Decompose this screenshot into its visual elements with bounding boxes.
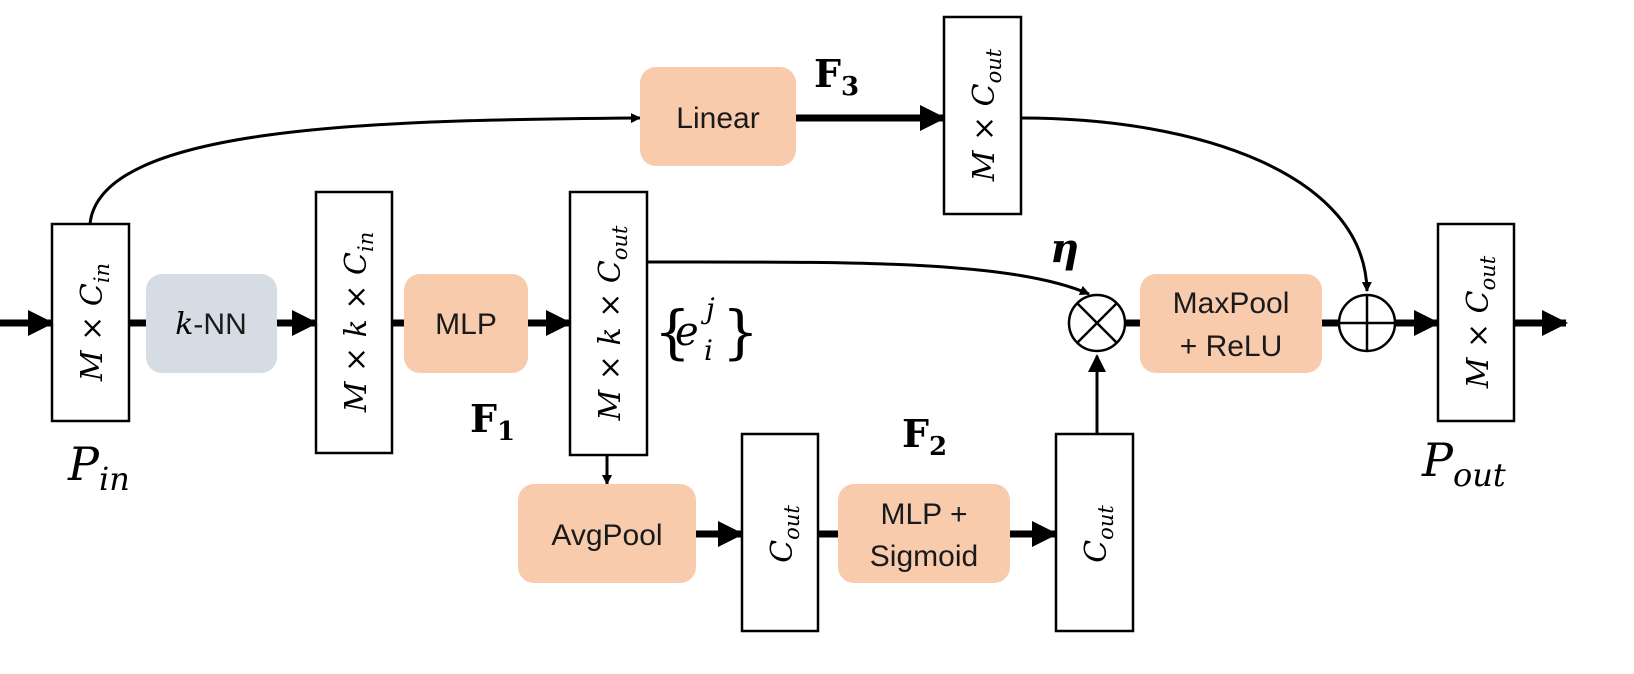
f2-label: F2 <box>902 411 947 462</box>
tensor-linear-output: M × Cout <box>942 15 1023 216</box>
maxpool-relu-line2: + ReLU <box>1180 330 1283 363</box>
svg-text:}: } <box>722 298 759 366</box>
edge-feature-label: { e j i } <box>654 292 759 367</box>
maxpool-relu-module-box <box>1140 274 1322 373</box>
svg-text:M × Cin: M × Cin <box>75 263 114 382</box>
maxpool-relu-line1: MaxPool <box>1173 287 1290 320</box>
tensor-avgpool-output: Cout <box>740 432 820 633</box>
knn-module: k-NN <box>146 274 277 373</box>
knn-module-box <box>146 274 277 373</box>
linear-label: Linear <box>676 102 759 135</box>
skip-to-linear-curve <box>88 113 641 225</box>
mlp-sigmoid-module: MLP + Sigmoid <box>838 484 1010 583</box>
p-in-label: Pin <box>67 437 130 498</box>
tensor-mlp-output: M × k × Cout <box>568 190 649 457</box>
svg-text:{: { <box>654 298 691 366</box>
mlp-sigmoid-module-box <box>838 484 1010 583</box>
p-out-label: Pout <box>1421 433 1506 494</box>
linear-to-add-curve <box>1020 116 1372 292</box>
p-in-shape-c: C <box>75 283 110 306</box>
tensor-p-out: M × Cout <box>1436 222 1516 423</box>
svg-text:e: e <box>675 309 699 355</box>
tensor-knn-output: M × k × Cin <box>314 190 394 455</box>
eta-label: η <box>1050 225 1079 272</box>
linear-module-box <box>640 67 796 166</box>
svg-text:M × Cout: M × Cout <box>1461 255 1500 389</box>
mlp-sigmoid-line2: Sigmoid <box>870 540 978 573</box>
p-in-shape-m: M <box>75 349 110 382</box>
svg-text:Cout: Cout <box>765 505 804 563</box>
maxpool-relu-module: MaxPool + ReLU <box>1140 274 1322 373</box>
avgpool-label: AvgPool <box>551 519 662 552</box>
multiply-operator: ⊗ <box>1067 293 1127 353</box>
mlp-label: MLP <box>435 308 497 341</box>
connectors <box>0 105 1568 547</box>
p-in-shape-times: × <box>75 306 110 350</box>
edge-feature-to-multiply-curve <box>646 260 1090 296</box>
mlp-module: MLP <box>404 274 528 373</box>
svg-text:k-NN: k-NN <box>175 307 247 342</box>
knn-k: k <box>175 307 193 342</box>
f1-label: F1 <box>470 396 515 447</box>
p-in-shape-sub: in <box>90 263 114 283</box>
svg-text:M × k × Cout: M × k × Cout <box>593 225 632 421</box>
avgpool-module-box <box>518 484 696 583</box>
add-operator: ⊕ <box>1337 293 1397 353</box>
tensor-gate-output: Cout <box>1054 432 1135 633</box>
svg-text:j: j <box>700 292 715 325</box>
mlp-module-box <box>404 274 528 373</box>
tensor-p-in: M × Cin <box>50 222 131 423</box>
svg-text:i: i <box>704 334 713 367</box>
avgpool-module: AvgPool <box>518 484 696 583</box>
f3-label: F3 <box>814 51 859 102</box>
linear-module: Linear <box>640 67 796 166</box>
knn-suffix: -NN <box>193 308 246 341</box>
svg-text:M × k × Cin: M × k × Cin <box>339 232 378 414</box>
svg-text:M × Cout: M × Cout <box>967 48 1006 182</box>
svg-text:Cout: Cout <box>1079 505 1118 563</box>
mlp-sigmoid-line1: MLP + <box>881 498 968 531</box>
